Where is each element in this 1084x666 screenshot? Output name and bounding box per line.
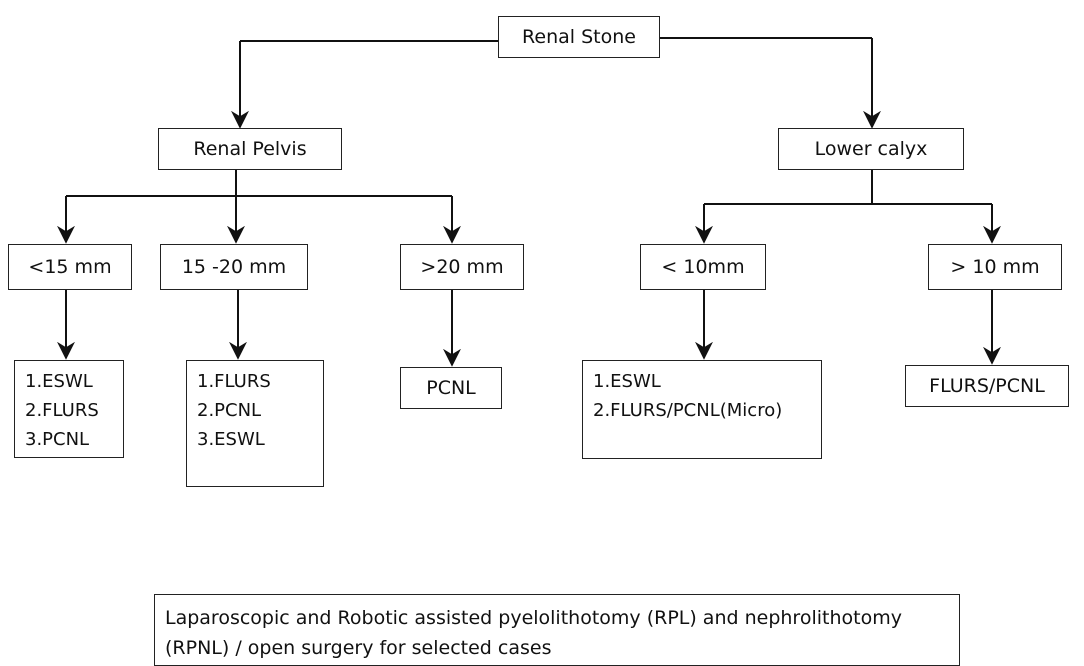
treatment-gt20: PCNL (400, 367, 502, 409)
treatment-item: 3.PCNL (25, 429, 90, 450)
treatment-list-lt10: 1.ESWL 2.FLURS/PCNL(Micro) (582, 360, 822, 459)
footnote-box: Laparoscopic and Robotic assisted pyelol… (154, 594, 960, 666)
size-lt15-label: <15 mm (28, 256, 112, 278)
treatment-item: 1.ESWL (25, 371, 93, 392)
node-size-15-20: 15 -20 mm (160, 244, 308, 290)
treatment-item: 2.FLURS/PCNL(Micro) (593, 400, 783, 421)
treatment-list-15-20: 1.FLURS 2.PCNL 3.ESWL (186, 360, 324, 487)
node-size-lt15: <15 mm (8, 244, 132, 290)
footnote-line-1: Laparoscopic and Robotic assisted pyelol… (165, 607, 902, 629)
treatment-gt20-label: PCNL (426, 377, 476, 399)
node-lower-calyx: Lower calyx (778, 128, 964, 170)
treatment-item: 3.ESWL (197, 429, 265, 450)
root-label: Renal Stone (522, 26, 636, 48)
renal-pelvis-label: Renal Pelvis (193, 138, 307, 160)
size-lt10-label: < 10mm (661, 256, 745, 278)
treatment-item: 1.FLURS (197, 371, 271, 392)
node-size-gt10: > 10 mm (928, 244, 1062, 290)
size-gt10-label: > 10 mm (950, 256, 1040, 278)
node-renal-pelvis: Renal Pelvis (158, 128, 342, 170)
root-node-renal-stone: Renal Stone (498, 16, 660, 58)
treatment-item: 1.ESWL (593, 371, 661, 392)
lower-calyx-label: Lower calyx (814, 138, 928, 160)
treatment-item: 2.FLURS (25, 400, 99, 421)
size-gt20-label: >20 mm (420, 256, 504, 278)
treatment-gt10: FLURS/PCNL (905, 365, 1069, 407)
footnote-line-2: (RPNL) / open surgery for selected cases (165, 637, 552, 659)
node-size-lt10: < 10mm (640, 244, 766, 290)
node-size-gt20: >20 mm (400, 244, 524, 290)
treatment-item: 2.PCNL (197, 400, 262, 421)
treatment-list-lt15: 1.ESWL 2.FLURS 3.PCNL (14, 360, 124, 458)
treatment-gt10-label: FLURS/PCNL (929, 375, 1045, 397)
size-15-20-label: 15 -20 mm (181, 256, 287, 278)
